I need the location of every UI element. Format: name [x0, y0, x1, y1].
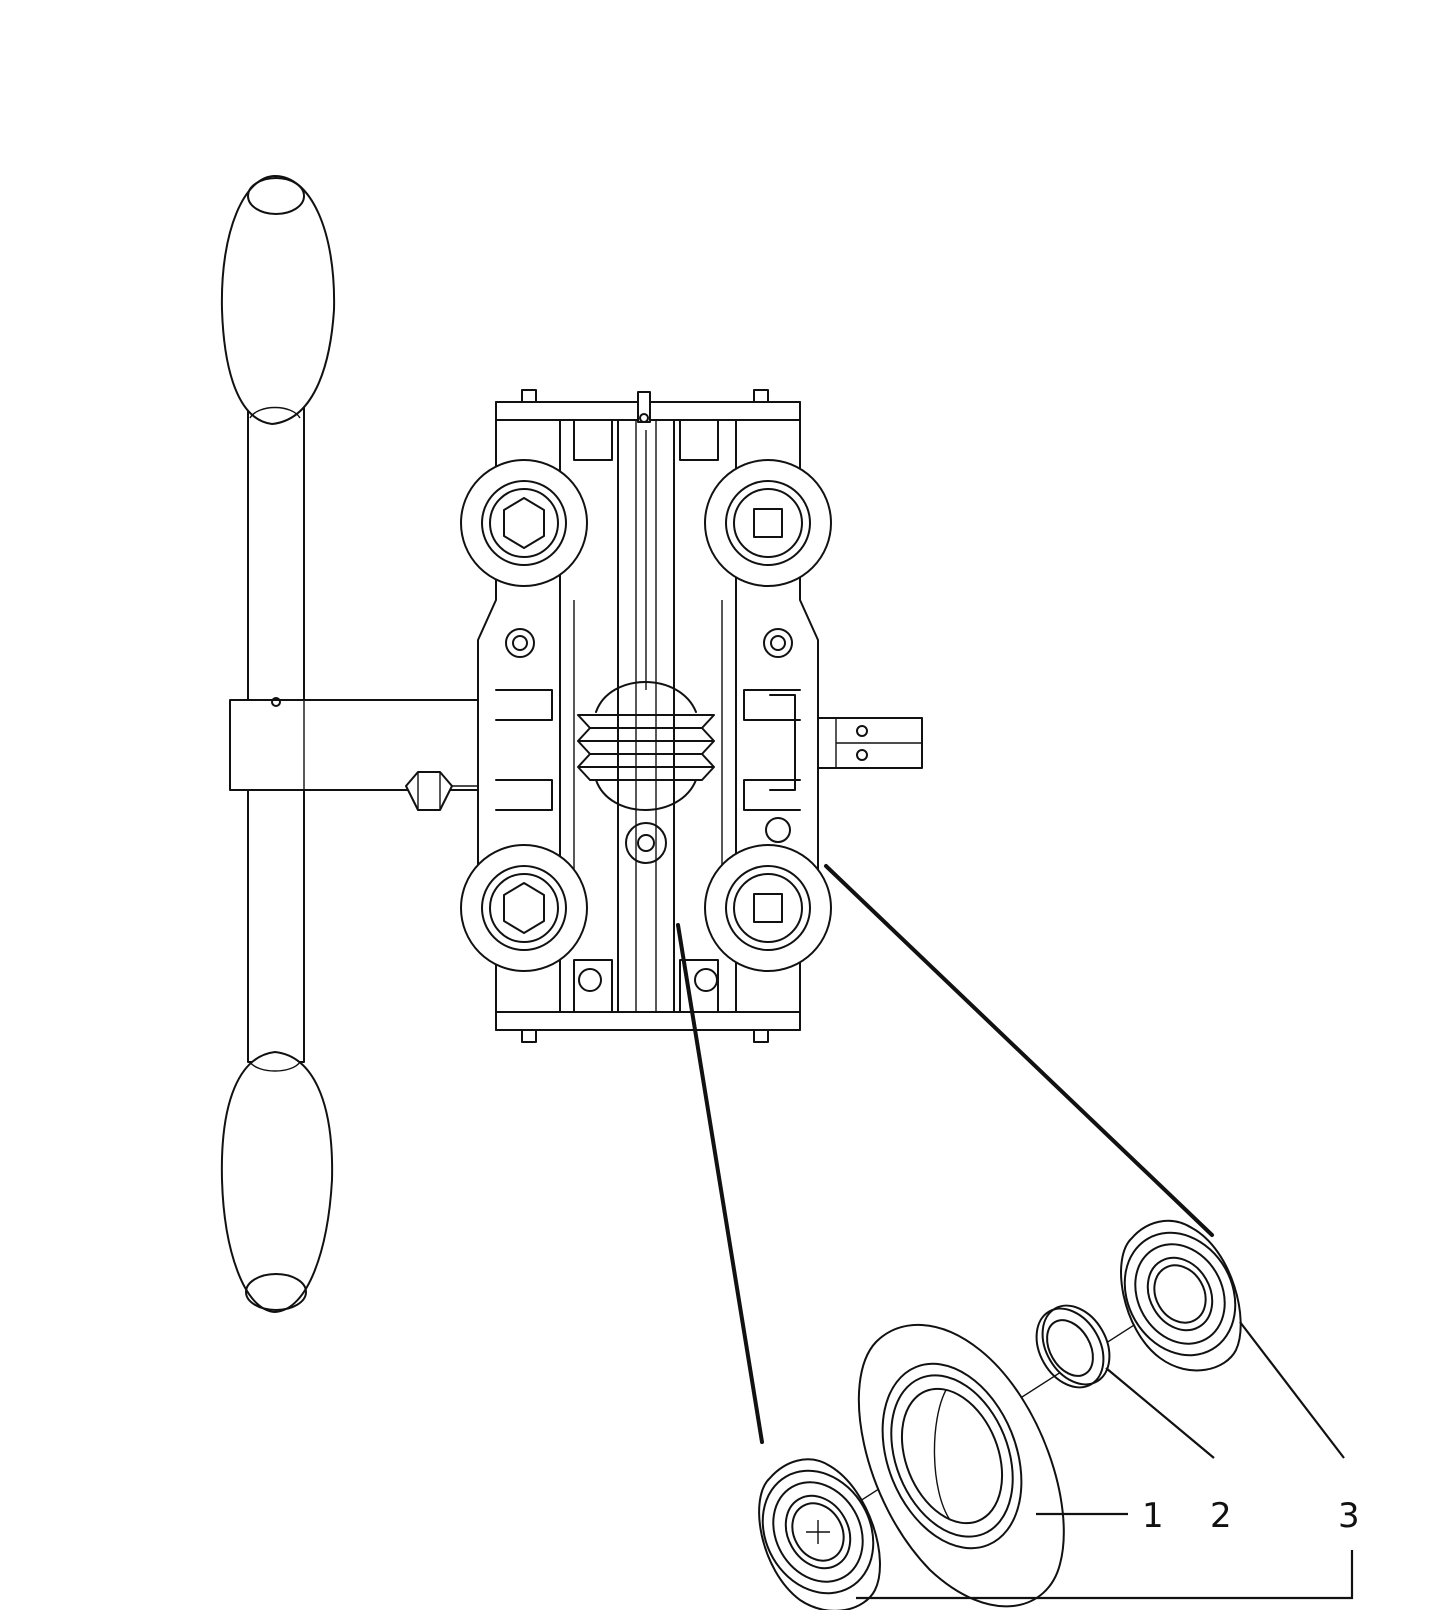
roller-top-left — [460, 459, 588, 587]
handle-shaft-upper — [247, 394, 305, 706]
callouts: 1 2 3 — [856, 1321, 1360, 1600]
bearing-left — [758, 1458, 881, 1610]
bearing-right — [1120, 1219, 1242, 1372]
roller-bottom-right — [704, 844, 832, 972]
spacer-ring — [1035, 1304, 1111, 1389]
roller-top-right — [704, 459, 832, 587]
roller-wheel — [857, 1324, 1065, 1608]
callout-3-label: 3 — [1338, 1496, 1360, 1536]
handle-grip-upper — [220, 175, 336, 425]
handle-grip-lower — [220, 1051, 334, 1313]
roller-bottom-left — [460, 844, 588, 972]
callout-3-leader — [1239, 1321, 1345, 1459]
explode-line-left — [676, 923, 764, 1444]
explode-line-right — [824, 864, 1214, 1237]
t-handle — [220, 175, 481, 1313]
callout-3-bracket — [856, 1550, 1354, 1600]
callout-2-leader — [1105, 1367, 1215, 1459]
hex-nut — [405, 771, 453, 811]
handle-shaft-lower — [247, 771, 305, 1063]
spring-coil — [577, 714, 715, 781]
callout-1-label: 1 — [1142, 1496, 1164, 1536]
callout-2-label: 2 — [1210, 1496, 1232, 1536]
